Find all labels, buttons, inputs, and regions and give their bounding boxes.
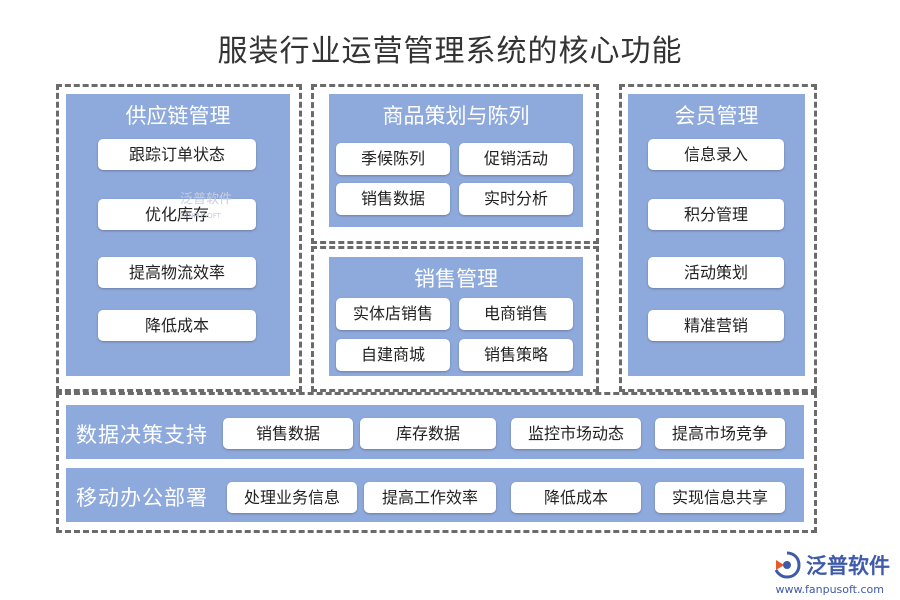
decision-item: 库存数据 xyxy=(360,418,496,449)
supply-chain-frame xyxy=(56,84,302,392)
merchandise-title: 商品策划与陈列 xyxy=(382,104,530,128)
supply-chain-item: 优化库存 xyxy=(98,199,256,230)
supply-chain-title: 供应链管理 xyxy=(125,104,231,128)
membership-item: 信息录入 xyxy=(648,139,784,170)
membership-item: 积分管理 xyxy=(648,199,784,230)
watermark-text: 泛普软件 xyxy=(180,192,233,207)
page-title: 服装行业运营管理系统的核心功能 xyxy=(217,34,683,69)
sales-item: 自建商城 xyxy=(336,339,450,371)
brand-name: 泛普软件 xyxy=(806,554,890,578)
merchandise-item: 季候陈列 xyxy=(336,143,450,175)
merchandise-item: 实时分析 xyxy=(459,183,573,215)
brand-url: www.fanpusoft.com xyxy=(775,583,884,596)
decision-item: 监控市场动态 xyxy=(511,418,641,449)
merchandise-frame xyxy=(311,84,599,244)
membership-item: 活动策划 xyxy=(648,257,784,288)
sales-title: 销售管理 xyxy=(414,267,498,291)
sales-item: 电商销售 xyxy=(459,298,573,330)
merchandise-item: 销售数据 xyxy=(336,183,450,215)
brand-logo: 泛普软件 xyxy=(772,550,890,580)
watermark-logo: 泛普软件 FANPUSOFT xyxy=(180,188,232,222)
bottom-frame xyxy=(56,392,817,533)
supply-chain-item: 降低成本 xyxy=(98,310,256,341)
mobile-title: 移动办公部署 xyxy=(76,486,208,510)
membership-item: 精准营销 xyxy=(648,310,784,341)
mobile-item: 提高工作效率 xyxy=(364,482,496,513)
supply-chain-item: 提高物流效率 xyxy=(98,257,256,288)
merchandise-item: 促销活动 xyxy=(459,143,573,175)
decision-title: 数据决策支持 xyxy=(76,423,208,447)
membership-frame xyxy=(619,84,817,392)
supply-chain-item: 跟踪订单状态 xyxy=(98,139,256,170)
mobile-item: 实现信息共享 xyxy=(655,482,785,513)
sales-frame xyxy=(311,246,599,392)
mobile-item: 降低成本 xyxy=(511,482,641,513)
decision-item: 提高市场竞争 xyxy=(655,418,785,449)
mobile-item: 处理业务信息 xyxy=(227,482,357,513)
sales-item: 实体店销售 xyxy=(336,298,450,330)
brand-mark-icon xyxy=(774,551,801,579)
membership-title: 会员管理 xyxy=(674,104,759,128)
sales-item: 销售策略 xyxy=(459,339,573,371)
watermark-subtext: FANPUSOFT xyxy=(180,212,221,220)
decision-item: 销售数据 xyxy=(223,418,353,449)
